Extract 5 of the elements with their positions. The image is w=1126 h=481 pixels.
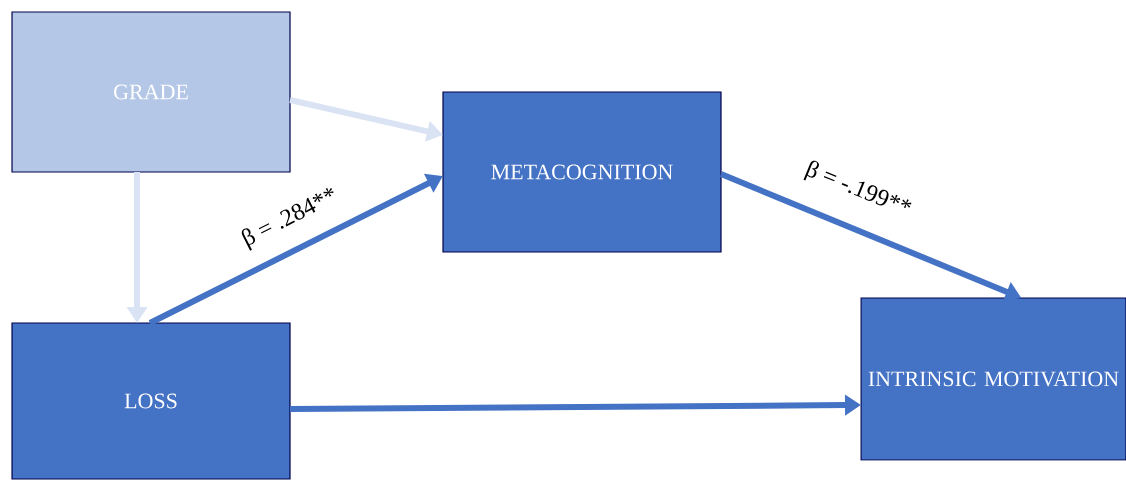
process-box: LOSS: [11, 322, 291, 480]
process-box: INTRINSIC MOTIVATION: [860, 297, 1126, 461]
process-box: METACOGNITION: [442, 91, 722, 253]
edge-label: β = -.199**: [800, 157, 916, 223]
process-box: GRADE: [11, 11, 291, 173]
